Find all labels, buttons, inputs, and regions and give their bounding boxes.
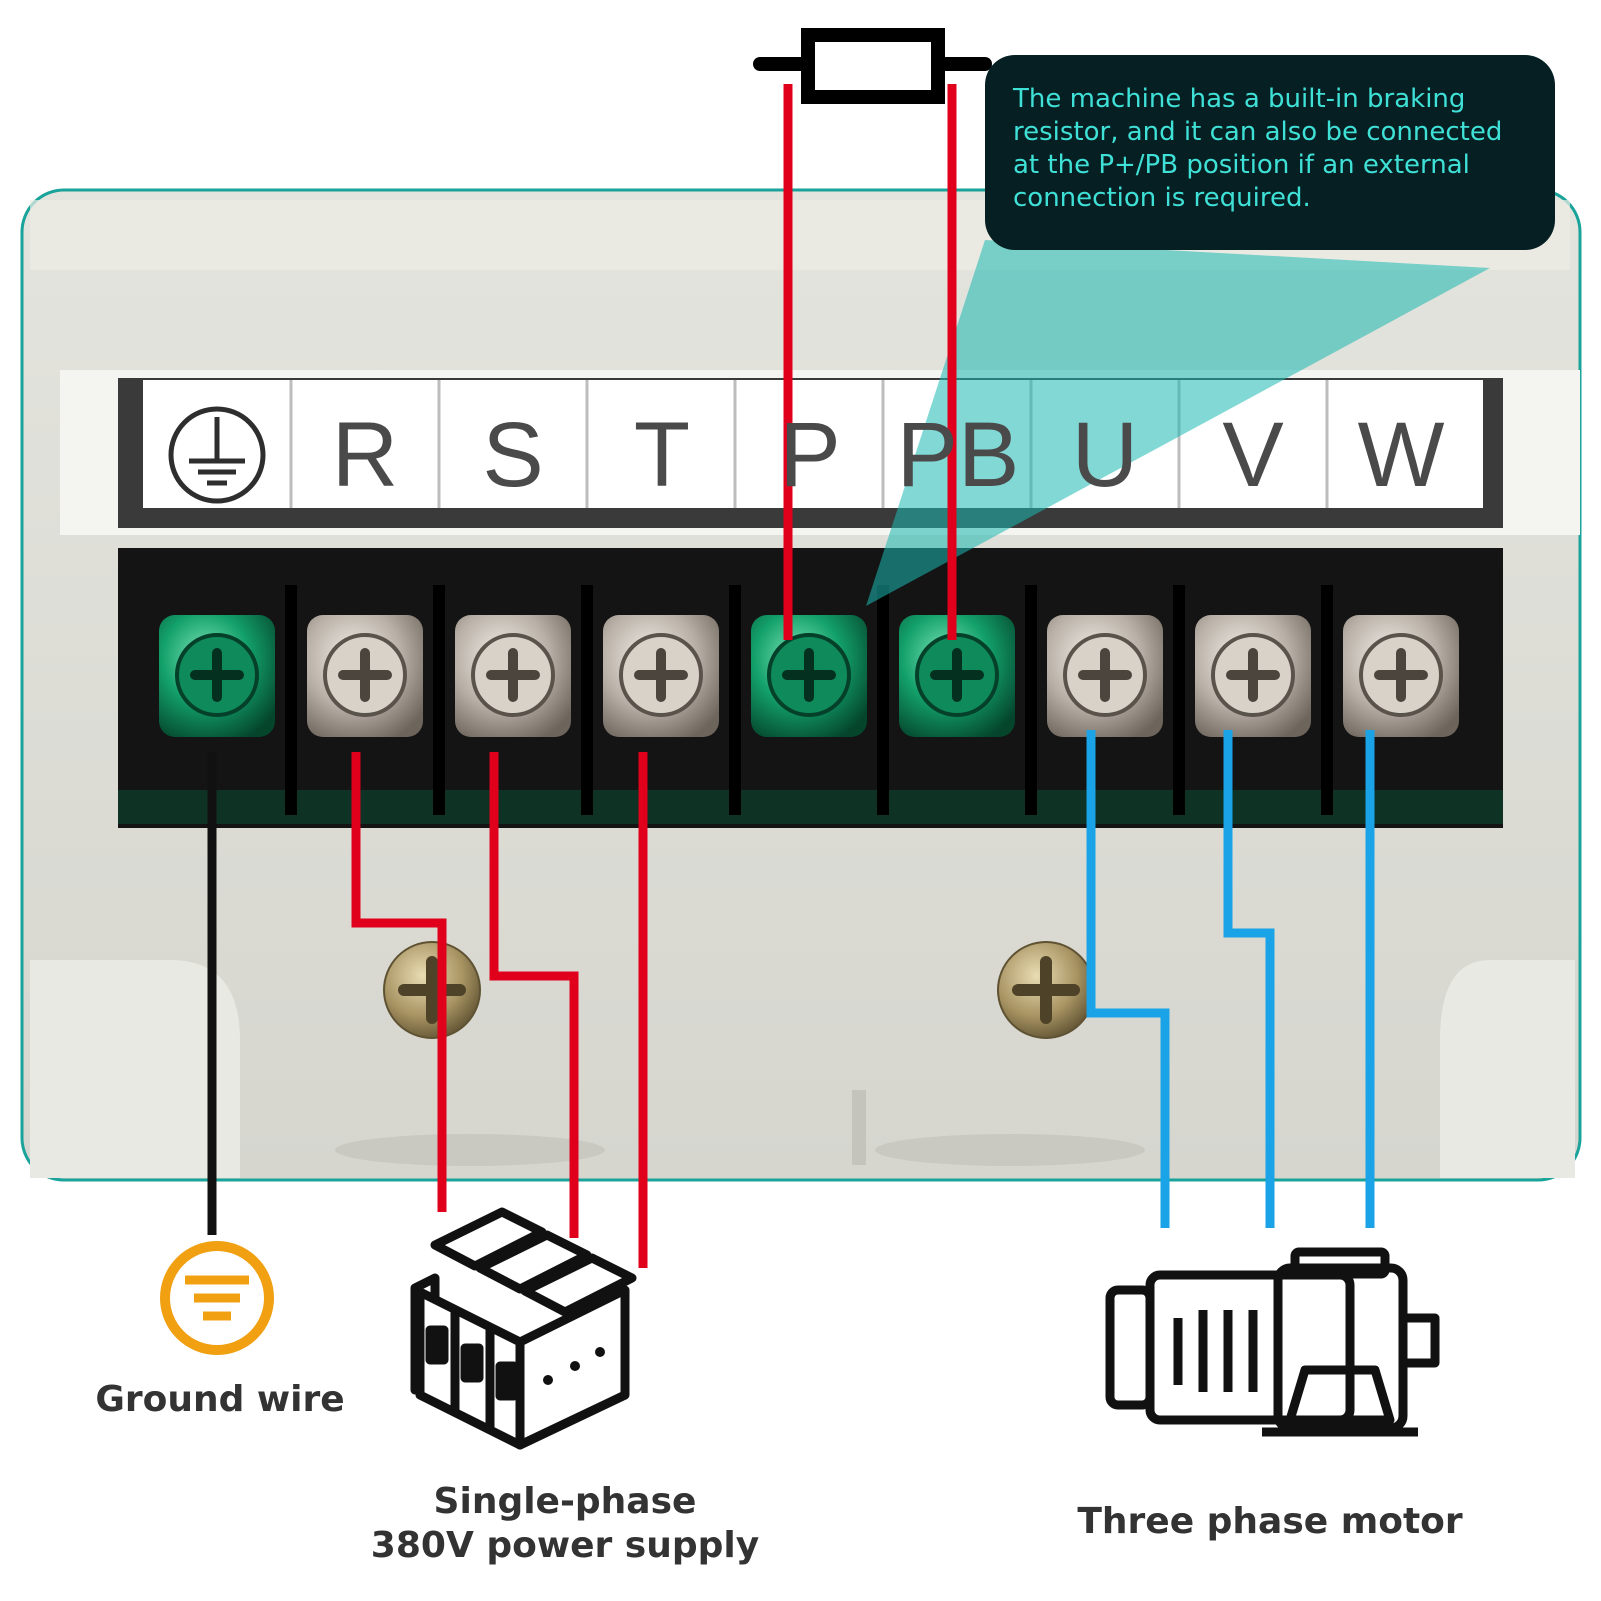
terminal-screw-p[interactable] bbox=[751, 615, 867, 737]
supply-wire-r bbox=[351, 752, 447, 1212]
terminal-label-pb: PB bbox=[896, 404, 1020, 506]
terminal-separator bbox=[1173, 585, 1185, 815]
motor-wire-v bbox=[1223, 730, 1275, 1228]
terminal-separator bbox=[433, 585, 445, 815]
supply-wire-s bbox=[489, 752, 579, 1238]
motor-icon bbox=[1105, 1247, 1440, 1437]
terminal-separator bbox=[1025, 585, 1037, 815]
terminal-separator bbox=[1321, 585, 1333, 815]
terminal-label-v: V bbox=[1222, 404, 1284, 506]
terminal-screw-ground[interactable] bbox=[159, 615, 275, 737]
terminal-screw-pb[interactable] bbox=[899, 615, 1015, 737]
terminal-screw-r[interactable] bbox=[307, 615, 423, 737]
callout-pointer bbox=[866, 240, 1490, 606]
ground-icon bbox=[160, 1241, 274, 1355]
terminal-label-ground bbox=[143, 395, 291, 515]
power-supply-caption: Single-phase 380V power supply bbox=[330, 1480, 800, 1568]
terminal-screw-s[interactable] bbox=[455, 615, 571, 737]
terminal-separator bbox=[581, 585, 593, 815]
terminal-screw-w[interactable] bbox=[1343, 615, 1459, 737]
terminal-label-s: S bbox=[482, 404, 544, 506]
terminal-label-t: T bbox=[633, 404, 691, 506]
ground-wire-caption: Ground wire bbox=[95, 1379, 345, 1420]
terminal-separator bbox=[285, 585, 297, 815]
circuit-breaker-icon bbox=[410, 1207, 637, 1450]
power-supply-caption-line2: 380V power supply bbox=[370, 1525, 760, 1566]
terminal-label-u: U bbox=[1071, 404, 1139, 506]
terminal-label-w: W bbox=[1357, 404, 1445, 506]
terminal-screw-u[interactable] bbox=[1047, 615, 1163, 737]
mounting-screw-right bbox=[997, 941, 1095, 1039]
terminal-screw-t[interactable] bbox=[603, 615, 719, 737]
mounting-screw-left bbox=[383, 941, 481, 1039]
motor-caption: Three phase motor bbox=[1077, 1501, 1463, 1542]
terminal-separator bbox=[729, 585, 741, 815]
terminal-label-strip bbox=[118, 378, 1503, 528]
braking-resistor-callout: The machine has a built-in braking resis… bbox=[985, 55, 1555, 250]
motor-wire-u bbox=[1086, 730, 1170, 1228]
terminal-label-p: P bbox=[779, 404, 841, 506]
terminal-screw-v[interactable] bbox=[1195, 615, 1311, 737]
power-supply-caption-line1: Single-phase bbox=[433, 1481, 697, 1522]
braking-resistor-icon bbox=[753, 28, 992, 104]
terminal-block bbox=[118, 548, 1503, 828]
terminal-label-r: R bbox=[331, 404, 399, 506]
terminal-separator bbox=[877, 585, 889, 815]
ground-symbol-icon bbox=[168, 406, 266, 504]
